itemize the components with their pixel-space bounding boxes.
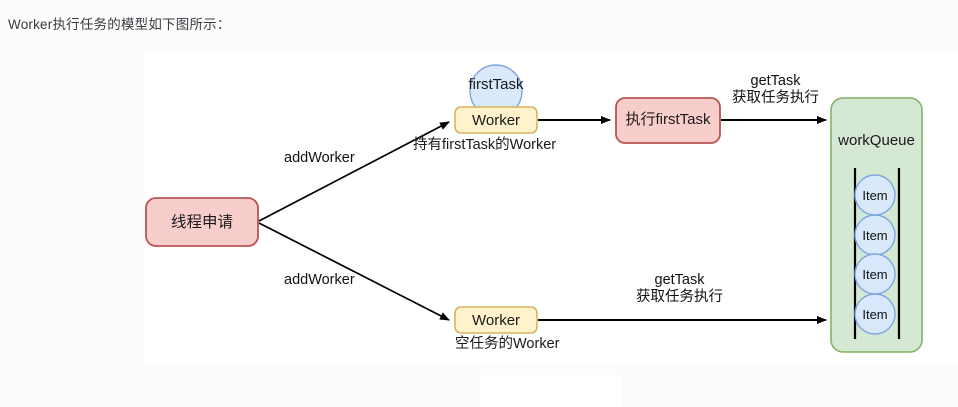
node-label-worker-with-task: Worker: [471, 112, 521, 129]
edge-add-worker-top: [258, 121, 450, 222]
node-label-first-task: firstTask: [468, 76, 524, 93]
queue-item-label: Item: [862, 188, 888, 203]
queue-item-label: Item: [862, 228, 888, 243]
edge-add-worker-bottom: [258, 222, 450, 321]
page-title: Worker执行任务的模型如下图所示：: [8, 17, 231, 32]
edge-label-add-worker-bottom: addWorker: [284, 272, 355, 288]
edge-label-get-task-bottom: getTask 获取任务执行: [636, 272, 723, 307]
footer-strip: [481, 375, 622, 407]
edge-label-get-task-top: getTask 获取任务执行: [732, 73, 819, 108]
queue-item-label: Item: [862, 267, 888, 282]
queue-item-label: Item: [862, 307, 888, 322]
caption-worker-with-task: 持有firstTask的Worker: [413, 137, 557, 153]
edge-label-get-task-bottom-line1: getTask: [654, 272, 705, 288]
node-execute-first-task[interactable]: [615, 97, 721, 144]
edge-label-get-task-top-line2: 获取任务执行: [732, 90, 819, 107]
diagram-canvas: [145, 52, 958, 364]
edge-label-get-task-bottom-line2: 获取任务执行: [636, 289, 723, 306]
node-label-worker-empty: Worker: [471, 312, 521, 329]
node-thread-request[interactable]: [145, 197, 259, 247]
node-label-execute-first-task: 执行firstTask: [625, 111, 711, 128]
node-label-work-queue: workQueue: [838, 132, 915, 149]
node-label-thread-request: 线程申请: [170, 214, 233, 231]
caption-worker-empty: 空任务的Worker: [455, 336, 560, 352]
node-worker-with-task[interactable]: [454, 106, 538, 134]
edge-label-add-worker-top: addWorker: [284, 150, 355, 166]
node-worker-empty[interactable]: [454, 306, 538, 334]
queue-item-circle[interactable]: [854, 293, 896, 335]
edge-label-get-task-top-line1: getTask: [750, 73, 801, 89]
